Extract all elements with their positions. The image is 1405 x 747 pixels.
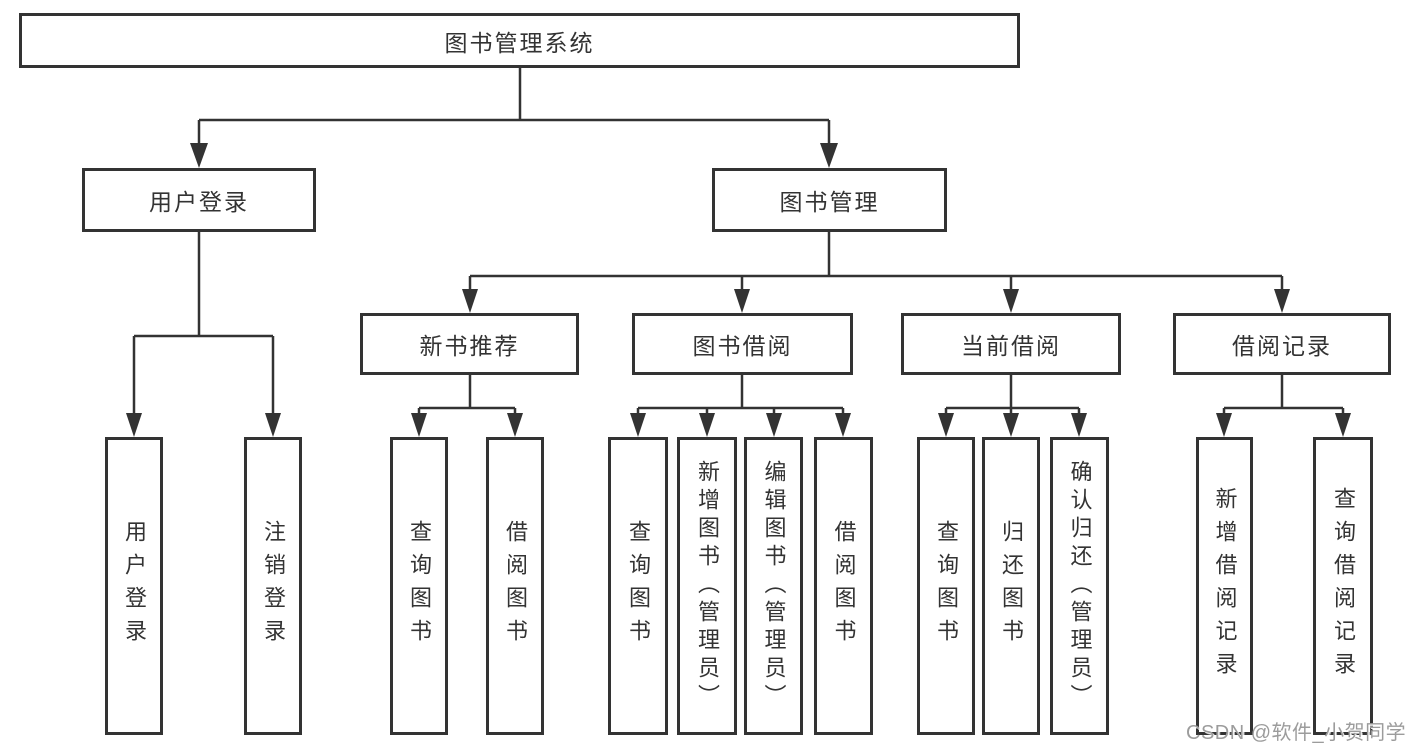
leaf-logout: 注销登录	[244, 437, 302, 735]
node-borrow-records-label: 借阅记录	[1232, 333, 1332, 359]
connector-paths	[132, 68, 1345, 419]
leaf-query-books-1: 查询图书	[390, 437, 448, 735]
node-user-login: 用户登录	[82, 168, 316, 232]
leaf-add-borrow-record: 新增借阅记录	[1196, 437, 1253, 735]
node-borrow-records: 借阅记录	[1173, 313, 1391, 375]
node-book-borrow-label: 图书借阅	[692, 333, 793, 359]
leaf-add-book-admin-label: 新增图书（管理员）	[695, 460, 720, 712]
leaf-logout-label: 注销登录	[261, 520, 286, 652]
leaf-query-books-3: 查询图书	[917, 437, 975, 735]
leaf-user-login: 用户登录	[105, 437, 163, 735]
leaf-user-login-label: 用户登录	[122, 520, 147, 652]
root-node: 图书管理系统	[19, 13, 1020, 68]
node-new-book-recommend: 新书推荐	[360, 313, 579, 375]
leaf-edit-book-admin: 编辑图书（管理员）	[744, 437, 803, 735]
leaf-borrow-books-1-label: 借阅图书	[503, 520, 528, 652]
node-new-book-recommend-label: 新书推荐	[419, 333, 520, 359]
leaf-query-books-2-label: 查询图书	[626, 520, 651, 652]
leaf-edit-book-admin-label: 编辑图书（管理员）	[761, 460, 787, 712]
node-book-management-label: 图书管理	[779, 189, 880, 215]
leaf-query-books-2: 查询图书	[608, 437, 668, 735]
leaf-return-books: 归还图书	[982, 437, 1040, 735]
leaf-add-book-admin: 新增图书（管理员）	[677, 437, 737, 735]
leaf-borrow-books-2-label: 借阅图书	[831, 520, 857, 652]
arrowheads	[126, 143, 1351, 437]
leaf-borrow-books-1: 借阅图书	[486, 437, 544, 735]
node-book-management: 图书管理	[712, 168, 947, 232]
leaf-add-borrow-record-label: 新增借阅记录	[1212, 487, 1238, 685]
leaf-confirm-return-admin-label: 确认归还（管理员）	[1067, 460, 1093, 712]
node-user-login-label: 用户登录	[149, 189, 249, 215]
node-current-borrow-label: 当前借阅	[961, 333, 1061, 359]
leaf-return-books-label: 归还图书	[999, 520, 1024, 652]
leaf-borrow-books-2: 借阅图书	[814, 437, 873, 735]
leaf-query-books-3-label: 查询图书	[934, 520, 959, 652]
leaf-confirm-return-admin: 确认归还（管理员）	[1050, 437, 1109, 735]
leaf-query-borrow-record-label: 查询借阅记录	[1331, 487, 1356, 685]
node-book-borrow: 图书借阅	[632, 313, 853, 375]
leaf-query-books-1-label: 查询图书	[407, 520, 432, 652]
node-current-borrow: 当前借阅	[901, 313, 1121, 375]
leaf-query-borrow-record: 查询借阅记录	[1313, 437, 1373, 735]
csdn-watermark: CSDN @软件_小贺同学	[1186, 722, 1405, 744]
root-node-label: 图书管理系统	[444, 29, 595, 56]
